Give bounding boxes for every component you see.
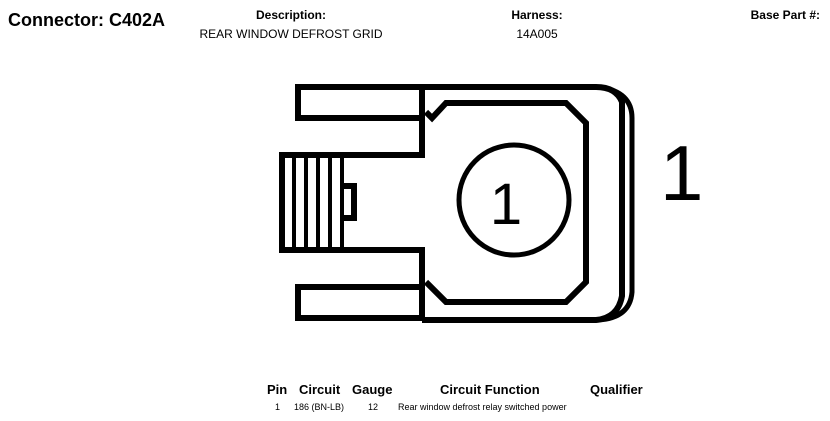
cell-gauge: 12 [368, 402, 379, 412]
right-edge-band [597, 84, 635, 323]
description-block: Description: REAR WINDOW DEFROST GRID [180, 8, 402, 41]
base-part-label: Base Part #: [750, 8, 820, 22]
inner-cavity-outline [423, 100, 589, 305]
column-header-pin: Pin [267, 382, 288, 397]
column-header-gauge: Gauge [352, 382, 393, 397]
plug-ribs [292, 155, 344, 250]
cell-circuit-function: Rear window defrost relay switched power [398, 402, 567, 412]
column-header-circuit: Circuit [299, 382, 341, 397]
harness-label: Harness: [511, 8, 563, 22]
connector-title: Connector: C402A [8, 10, 166, 30]
pin-cavity-circle [456, 142, 572, 258]
column-header-circuit-function: Circuit Function [440, 382, 540, 397]
side-pin-number: 1 [660, 129, 704, 217]
description-value: REAR WINDOW DEFROST GRID [199, 27, 383, 41]
description-label: Description: [255, 8, 326, 22]
cell-circuit: 186 (BN-LB) [294, 402, 345, 412]
top-latch-tab [295, 84, 425, 121]
cavity-number-label: 1 [490, 172, 522, 237]
harness-value: 14A005 [516, 27, 558, 41]
bottom-latch-tab [295, 284, 425, 321]
column-header-qualifier: Qualifier [590, 382, 643, 397]
base-part-block: Base Part #: [751, 8, 820, 22]
harness-block: Harness: 14A005 [486, 8, 588, 41]
cell-pin: 1 [275, 402, 281, 412]
left-neck-outline [279, 118, 425, 287]
key-notch [340, 183, 357, 221]
